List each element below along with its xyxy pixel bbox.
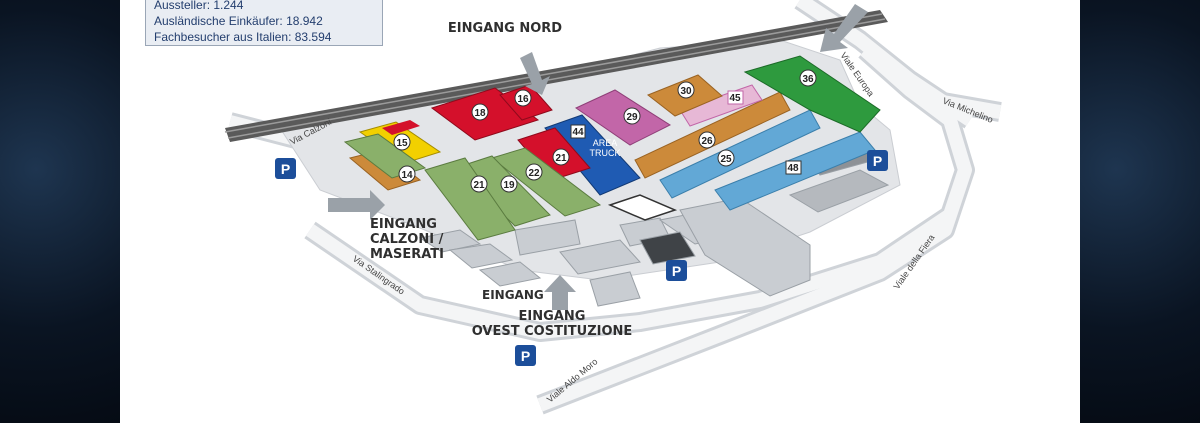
entrance-ovest-label-2: OVEST COSTITUZIONE xyxy=(472,324,633,339)
hall-22[interactable] xyxy=(490,147,602,217)
hall-marker-30[interactable] xyxy=(677,81,695,99)
hall-number-15: 15 xyxy=(396,138,408,149)
entrance-calzoni-label-2: CALZONI / xyxy=(370,232,444,247)
stats-foreign-buyers: Ausländische Einkäufer: 18.942 xyxy=(154,14,323,28)
hall-marker-36[interactable] xyxy=(799,69,817,87)
hall-29[interactable] xyxy=(574,89,672,146)
parking-label: P xyxy=(873,153,882,169)
parking-icon[interactable] xyxy=(275,158,296,179)
railway xyxy=(224,10,888,142)
entrance-calzoni-label-3: MASERATI xyxy=(370,247,444,262)
service-building xyxy=(478,261,542,287)
hall-marker-26[interactable] xyxy=(698,131,716,149)
hall-marker-45[interactable] xyxy=(727,90,744,105)
parking-icon[interactable] xyxy=(515,345,536,366)
hall-15-roof xyxy=(382,120,420,135)
hall-number-30: 30 xyxy=(680,86,692,97)
hall-marker-14[interactable] xyxy=(398,165,416,183)
service-building-dark xyxy=(639,231,696,265)
service-building xyxy=(418,229,482,253)
road-inner-michelino xyxy=(918,91,1002,119)
arrow-ovest-icon xyxy=(544,275,576,310)
map-canvas: 15 14 16 18 21 19 22 21 44 29 30 45 xyxy=(224,0,1002,415)
fairground-map: 15 14 16 18 21 19 22 21 44 29 30 45 xyxy=(120,0,1080,423)
entrance-ovest-label-1: EINGANG xyxy=(519,309,586,324)
hall-20[interactable] xyxy=(424,157,516,241)
area-truck-label-2: TRUCK xyxy=(590,148,621,158)
hall-number-26: 26 xyxy=(701,136,713,147)
hall-small-white xyxy=(607,194,678,221)
hall-number-14: 14 xyxy=(401,170,413,181)
arrow-calzoni-icon xyxy=(328,190,385,220)
hall-number-19: 19 xyxy=(503,180,515,191)
hall-marker-44[interactable] xyxy=(570,124,586,139)
area-truck-label-1: AREA xyxy=(593,138,618,148)
visitor-stats-box: Aussteller: 1.244 Ausländische Einkäufer… xyxy=(145,0,383,46)
service-building xyxy=(448,243,514,269)
hall-number-22: 22 xyxy=(528,168,540,179)
road-inner-fiera xyxy=(537,44,972,412)
hall-number-18: 18 xyxy=(474,108,486,119)
stats-italian-visitors: Fachbesucher aus Italien: 83.594 xyxy=(154,30,332,44)
road-inner-perimeter xyxy=(306,209,954,339)
hall-marker-16[interactable] xyxy=(514,89,532,107)
hall-number-36: 36 xyxy=(802,74,814,85)
hall-marker-22[interactable] xyxy=(525,163,543,181)
hall-number-21: 21 xyxy=(555,153,567,164)
hall-marker-20[interactable] xyxy=(470,175,488,193)
hall-number-48: 48 xyxy=(787,163,799,174)
service-building xyxy=(559,239,641,275)
entrance-calzoni-label-1: EINGANG xyxy=(370,217,437,232)
parking-icon[interactable] xyxy=(867,150,888,171)
background-right xyxy=(1080,0,1200,423)
hall-marker-15[interactable] xyxy=(393,133,411,151)
hall-25[interactable] xyxy=(659,109,821,199)
area-truck[interactable] xyxy=(544,114,641,196)
service-building xyxy=(788,169,890,213)
entrance-arrows xyxy=(328,4,868,310)
hall-marker-25[interactable] xyxy=(717,149,735,167)
hall-number-45: 45 xyxy=(729,93,741,104)
hall-number-25: 25 xyxy=(720,154,732,165)
hall-marker-19[interactable] xyxy=(500,175,518,193)
hall-marker-21[interactable] xyxy=(552,148,570,166)
parking-markers: P P P P xyxy=(275,150,888,366)
entrance-nord-label: EINGANG NORD xyxy=(448,21,562,36)
service-building xyxy=(589,271,641,307)
entrance-ovest-small-label: EINGANG xyxy=(482,288,544,302)
parking-icon[interactable] xyxy=(666,260,687,281)
background-left xyxy=(0,0,120,423)
hall-number-20: 21 xyxy=(473,180,485,191)
hall-marker-18[interactable] xyxy=(471,103,489,121)
hall-marker-48[interactable] xyxy=(785,160,802,175)
parking-label: P xyxy=(281,161,290,177)
hall-number-29: 29 xyxy=(626,112,638,123)
service-building xyxy=(514,219,581,256)
arrow-europa-icon xyxy=(820,4,868,52)
hall-marker-29[interactable] xyxy=(623,107,641,125)
parking-label: P xyxy=(672,263,681,279)
arrow-nord-icon xyxy=(520,52,550,95)
parking-label: P xyxy=(521,348,530,364)
hall-number-16: 16 xyxy=(517,94,529,105)
hall-36[interactable] xyxy=(743,55,881,133)
stats-exhibitors: Aussteller: 1.244 xyxy=(154,0,244,12)
hall-number-44: 44 xyxy=(572,127,584,138)
hall-markers: 15 14 16 18 21 19 22 21 44 29 30 45 xyxy=(393,69,817,193)
